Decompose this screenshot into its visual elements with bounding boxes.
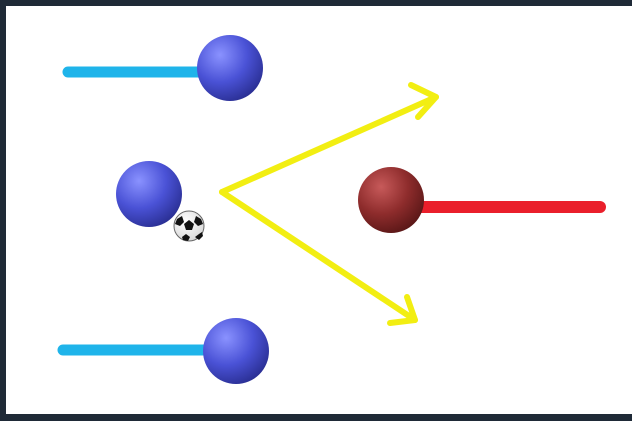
blue-top-player <box>197 35 263 101</box>
red-defender-player <box>358 167 424 233</box>
pass-arrow-icon <box>219 82 439 326</box>
soccer-ball-icon <box>173 210 205 242</box>
blue-middle-player <box>116 161 182 227</box>
board-canvas <box>57 35 606 384</box>
blue-bottom-player <box>203 318 269 384</box>
